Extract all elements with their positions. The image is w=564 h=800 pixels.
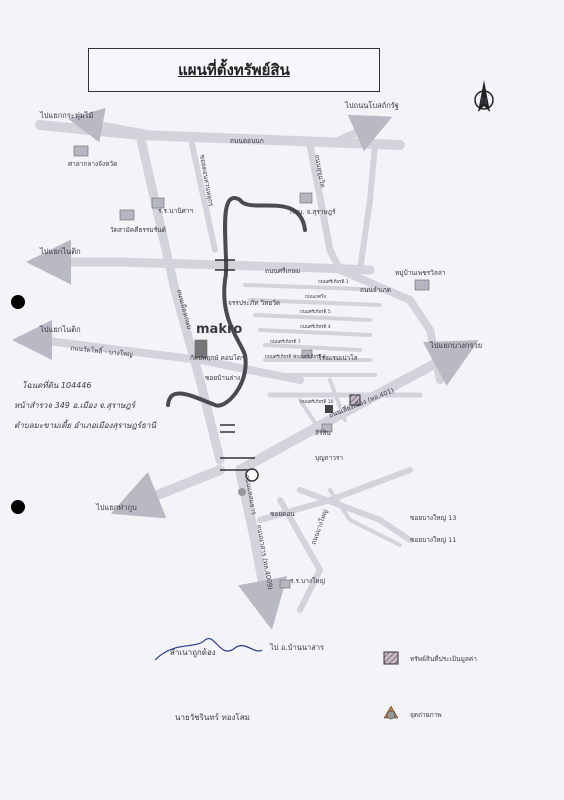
- certify-text: สำเนาถูกต้อง: [170, 648, 216, 658]
- label-road: ถนนศรีเกษม: [265, 267, 300, 275]
- road-don-rak: [36, 336, 304, 384]
- property-legend-icon: [383, 651, 399, 665]
- building-icon: [279, 579, 291, 589]
- label-place: ร.ร.บางใหญ่: [290, 577, 326, 585]
- building-icon: [73, 145, 89, 157]
- photo-point-icon: [245, 468, 259, 482]
- road-vertical-4: [357, 142, 378, 273]
- building-icon: [321, 423, 333, 433]
- soi-2: [248, 298, 382, 307]
- soi-3: [253, 313, 372, 322]
- label-soi: ถนนเกศใจ: [305, 294, 326, 300]
- punch-hole: [11, 295, 25, 309]
- building-icon: [299, 192, 313, 204]
- property-markers: [238, 394, 361, 496]
- label-place: บุญถาวรา: [315, 454, 343, 462]
- map-title: แผนที่ตั้งทรัพย์สิน: [178, 61, 290, 79]
- label-to-kradoomai: ไปแยกกระทุ่มไม้: [39, 111, 94, 120]
- road-network: [12, 107, 479, 630]
- property-marker: [349, 394, 361, 406]
- building-icons: [73, 145, 430, 589]
- label-soi: ถนนศรีเกียรติ 10: [300, 399, 334, 405]
- building-icon: [119, 209, 135, 221]
- label-road: ถนนตอนนก: [230, 137, 264, 145]
- label-makro: makro: [196, 322, 242, 337]
- label-place: โรงแรมเปาโล: [318, 354, 358, 362]
- label-place: ร.ร.นานิศาฯ: [158, 207, 193, 215]
- road-vertical-1: [135, 130, 225, 465]
- soi-10: [298, 398, 322, 432]
- label-soi: ถนนศรีเกียรติ 8: [295, 354, 326, 360]
- handwritten-note: โฉนดที่ดิน 104446 หน้าสำรวจ 349 อ.เมือง …: [14, 379, 157, 431]
- signature-block: สำเนาถูกต้อง นายวัชรินทร์ ทองโสม: [154, 637, 263, 722]
- building-icon: [301, 349, 313, 359]
- svg-text:N: N: [480, 97, 488, 107]
- compass-icon: N: [474, 80, 494, 112]
- label-place: ศาลากลางจังหวัด: [68, 160, 117, 168]
- road-lom-muang: [235, 340, 479, 475]
- signature-scribble: [154, 637, 263, 661]
- label-road: ซอยดอน: [270, 510, 295, 518]
- label-road: ถนนจำเภด: [360, 286, 391, 294]
- label-place: จรรประภัท วิทยวัด: [228, 299, 280, 307]
- road-vertical-2: [187, 132, 218, 253]
- label-to-tiwanon-2: ไปแยกไนติก: [39, 325, 81, 334]
- label-soi: ถนนศรีเกียรติ 7: [270, 339, 301, 345]
- map-title-box: แผนที่ตั้งทรัพย์สิน: [88, 48, 380, 92]
- label-soi: ถนนศรีเกียรติ 4: [300, 324, 331, 330]
- road-se-2: [297, 487, 413, 543]
- property-marker: [325, 405, 333, 413]
- label-road: ซอยบ้านล่าง: [205, 374, 240, 382]
- label-to-bang-kruai: ไปแยกบางกรวย: [429, 341, 482, 350]
- soi-9: [328, 378, 347, 422]
- label-place: วัดสามัคคีธรรมรันต์: [110, 226, 166, 234]
- soi-1: [243, 283, 392, 292]
- road-sw-arrow: [110, 465, 225, 519]
- label-place: กสน. จ.สุราษฎร์: [290, 208, 336, 216]
- label-to-khae-rai: ไปแยกท่ากูบ: [95, 503, 137, 512]
- label-to-tiwanon-1: ไปแยกไนติก: [39, 247, 81, 256]
- label-road: ซอยบางใหญ่ 13: [410, 514, 456, 522]
- label-road: ซอยบางใหญ่ 11: [410, 536, 456, 544]
- bridge-1: [215, 259, 235, 271]
- bridge-2: [220, 424, 235, 433]
- label-to-ban-nathan: ไป อ.บ้านนาสาร: [269, 643, 324, 652]
- road-vertical-3: [306, 141, 344, 274]
- soi-5: [263, 343, 362, 352]
- label-place: สิริสิน: [315, 429, 331, 437]
- label-to-bung-khuro: ไปถนนโบสถ์กรัฐ: [344, 101, 399, 110]
- legend: ทรัพย์สินที่ประเมินมูลค่า จุดถ่ายภาพ: [383, 651, 477, 720]
- photo-point-icon: [238, 488, 246, 496]
- punch-hole: [11, 500, 25, 514]
- svg-text:หน้าสำรวจ 349 อ.เมือง จ.สุราษฎ: หน้าสำรวจ 349 อ.เมือง จ.สุราษฎร์: [14, 400, 137, 411]
- label-place: กัลปพฤกษ์ คอนโดฯ: [190, 354, 245, 362]
- label-soi: ถนนศรีเกียรติ 1: [318, 279, 349, 285]
- river: [166, 196, 307, 408]
- building-icon: [414, 279, 430, 291]
- building-icon: [151, 197, 165, 209]
- label-road: ถนนบางใหญ่: [309, 508, 329, 546]
- legend-property-label: ทรัพย์สินที่ประเมินมูลค่า: [410, 654, 477, 663]
- svg-text:โฉนดที่ดิน 104446: โฉนดที่ดิน 104446: [22, 379, 91, 390]
- bridges: [215, 259, 255, 471]
- road-ne-arrow: [336, 114, 393, 152]
- soi-4: [258, 328, 372, 337]
- label-place: หมู่บ้านเพชรวิลล่า: [395, 269, 446, 277]
- building-icon: [194, 339, 208, 359]
- signatory-name: นายวัชรินทร์ ทองโสม: [175, 712, 250, 722]
- road-bang-yai: [277, 497, 324, 613]
- svg-text:ตำบลมะขามเตี้ย อำเภอเมืองสุราษ: ตำบลมะขามเตี้ย อำเภอเมืองสุราษฎร์ธานี: [14, 419, 157, 431]
- legend-photo-label: จุดถ่ายภาพ: [410, 711, 442, 719]
- road-se-3: [328, 488, 402, 547]
- label-soi: ถนนศรีเกียรติ 9: [265, 354, 296, 360]
- label-soi: ถนนศรีเกียรติ 5: [300, 309, 331, 315]
